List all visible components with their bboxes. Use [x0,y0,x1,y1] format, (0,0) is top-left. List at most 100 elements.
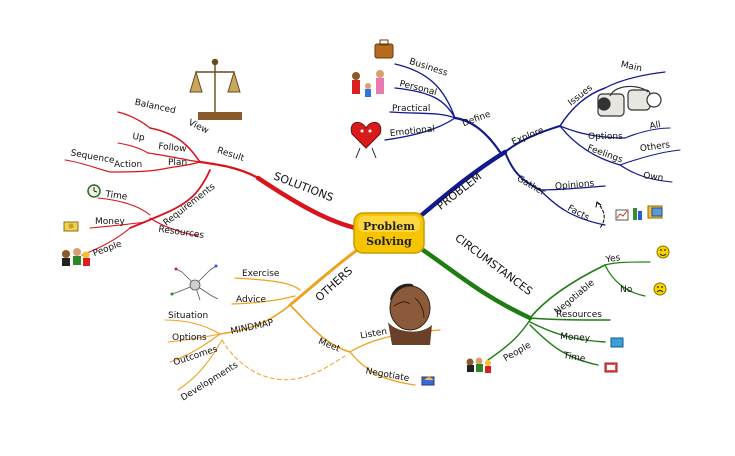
gather-line [504,151,541,191]
meet-label: Meet [317,337,342,355]
people-circ-line [487,319,531,361]
exercise-label: Exercise [242,269,280,279]
action-line [109,167,169,173]
mindmap-meet-dashed-link [221,339,346,381]
solutions-labels: SOLUTIONS Result View Balanced Follow Up… [70,98,336,259]
sequence-line [64,159,111,173]
charts-icon [615,208,642,221]
mindmap-label: MINDMAP [230,318,275,337]
main-line [604,71,666,89]
gather-label: Gather [515,174,547,198]
time-circ-line [529,324,599,366]
problem-labels: PROBLEM Define Business Personal Practic… [389,57,671,223]
business-label: Business [408,57,449,79]
business-line [394,63,456,119]
feelings-line [559,125,621,166]
situation-line [164,319,221,335]
problem-main-line [415,149,508,221]
up-line [117,142,149,154]
options-label: Options [588,132,623,142]
all-line [624,127,671,139]
people-circ-label: People [502,340,533,364]
resources-label: Resources [158,225,205,241]
people-label: People [92,239,124,259]
money-label: Money [95,217,126,227]
briefcase-icon [374,39,394,59]
emotional-label: Emotional [389,124,435,139]
meet-line [289,304,351,353]
time-line [97,197,151,216]
situation-label: Situation [168,311,208,321]
others-line [619,149,681,166]
resources-circ-label: Resources [556,310,602,320]
advice-line [231,295,296,305]
circumstances-main-line [417,245,533,321]
opinions-line [539,185,606,191]
money-line [89,221,147,229]
central-topic-line2: Solving [366,235,412,248]
central-topic-line1: Problem [363,220,415,233]
explore-label: Explore [510,126,545,148]
result-line [198,160,260,180]
emotional-line [384,117,456,141]
action-label: Action [114,160,142,170]
mindmap-sketch-icon [170,264,219,301]
facts-arrowhead [595,201,602,208]
advice-label: Advice [236,295,266,305]
define-line [453,116,502,154]
developments-line [177,339,223,391]
handshake-icon [421,376,435,386]
options-oth-label: Options [172,333,207,343]
options-line [559,125,626,139]
binoculars-icon [597,85,662,117]
resources-line [149,217,199,237]
main-label: Main [620,60,643,74]
plan-label: Plan [168,158,187,168]
sequence-label: Sequence [70,149,116,167]
circumstances-labels: CIRCUMSTANCES Negotiable Yes No Resource… [452,231,632,364]
follow-label: Follow [158,142,187,155]
listen-label: Listen [360,327,388,342]
own-label: Own [643,171,664,184]
mindmap-line [219,304,291,335]
heart-icon [350,121,382,159]
yes-line [604,261,651,266]
others-branch [164,246,441,391]
all-label: All [649,120,662,132]
people-circ-icon [466,357,491,373]
no-line [604,264,646,297]
practical-label: Practical [392,104,430,114]
book-icon [604,337,624,373]
central-topic-highlight [358,216,420,232]
time-circ-label: Time [562,351,587,365]
scales-icon [189,58,242,120]
facts-label: Facts [566,204,591,224]
follow-line [147,152,201,163]
others-label: Others [639,140,671,154]
issues-line [559,87,606,127]
negotiate-line [349,351,416,386]
no-label: No [620,285,633,295]
problem-title: PROBLEM [434,170,484,213]
personal-line [394,87,456,119]
result-label: Result [216,146,246,164]
outcomes-line [169,333,221,363]
folder-icon [647,205,663,219]
negotiable-line [529,264,606,319]
facts-dashed-arrow [596,201,605,229]
people-icon [62,248,90,266]
money-circ-label: Money [560,332,591,344]
solutions-branch [64,111,359,256]
options-oth-line [167,333,221,343]
money-circ-line [529,321,606,343]
circumstances-title: CIRCUMSTANCES [452,231,534,298]
time-label: Time [104,190,129,203]
practical-line [389,111,456,119]
smiley-happy-icon [656,245,670,259]
smiley-sad-icon [653,282,667,296]
view-label: View [186,118,210,136]
money-icon [63,221,79,232]
requirements-line [129,169,211,229]
